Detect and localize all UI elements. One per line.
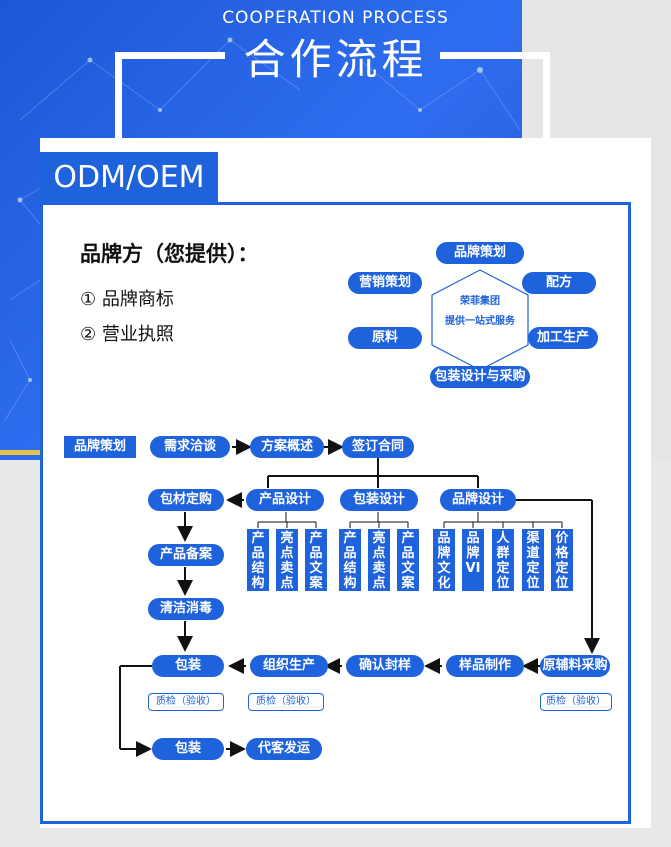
design-item: 品牌VI bbox=[462, 529, 484, 591]
flow-brand-tag: 品牌策划 bbox=[64, 436, 136, 458]
service-center: 荣菲集团 提供一站式服务 bbox=[420, 292, 540, 332]
flow-step-package-design: 包装设计 bbox=[340, 489, 418, 511]
design-item: 亮点卖点 bbox=[276, 529, 298, 591]
design-item: 品牌文化 bbox=[433, 529, 455, 591]
flow-step-sample-making: 样品制作 bbox=[446, 655, 524, 677]
flow-step-negotiation: 需求洽谈 bbox=[150, 436, 230, 458]
flow-step-brand-design: 品牌设计 bbox=[440, 489, 516, 511]
provider-item-license: ② 营业执照 bbox=[80, 324, 174, 345]
title-bracket-left bbox=[115, 52, 225, 59]
accent-line bbox=[0, 450, 40, 455]
design-item: 产品结构 bbox=[247, 529, 269, 591]
title-bracket-right-vertical bbox=[543, 52, 550, 140]
flow-step-packaging-order: 包材定购 bbox=[148, 489, 224, 511]
service-center-company: 荣菲集团 bbox=[460, 296, 500, 307]
flow-step-production: 组织生产 bbox=[250, 655, 328, 677]
design-item: 亮点卖点 bbox=[368, 529, 390, 591]
flow-step-sanitize: 清洁消毒 bbox=[148, 598, 224, 620]
flow-step-confirm-sample: 确认封样 bbox=[346, 655, 424, 677]
flow-step-packing: 包装 bbox=[152, 655, 224, 677]
service-node-formula: 配方 bbox=[522, 272, 596, 294]
flow-step-shipping: 代客发运 bbox=[246, 738, 322, 760]
design-item: 价格定位 bbox=[551, 529, 573, 591]
service-node-material: 原料 bbox=[348, 327, 422, 349]
title-bracket-right bbox=[440, 52, 550, 59]
design-item: 产品结构 bbox=[339, 529, 361, 591]
page-subtitle: COOPERATION PROCESS bbox=[222, 8, 449, 28]
service-node-brand: 品牌策划 bbox=[436, 242, 524, 264]
service-node-marketing: 营销策划 bbox=[348, 272, 422, 294]
page-title: 合作流程 bbox=[243, 35, 428, 84]
process-panel bbox=[40, 202, 631, 824]
flow-step-filing: 产品备案 bbox=[148, 544, 224, 566]
flow-step-product-design: 产品设计 bbox=[246, 489, 324, 511]
service-center-tagline: 提供一站式服务 bbox=[445, 316, 515, 327]
title-bracket-left-vertical bbox=[115, 52, 122, 140]
qc-label: 质检（验收） bbox=[148, 693, 224, 711]
qc-label: 质检（验收） bbox=[248, 693, 324, 711]
design-item: 产品文案 bbox=[305, 529, 327, 591]
content-card bbox=[40, 138, 651, 828]
flow-step-raw-material: 原辅料采购 bbox=[540, 655, 610, 677]
design-item: 渠道定位 bbox=[522, 529, 544, 591]
service-node-production: 加工生产 bbox=[528, 327, 598, 349]
qc-label: 质检（验收） bbox=[540, 693, 612, 711]
provider-item-trademark: ① 品牌商标 bbox=[80, 289, 174, 310]
flow-step-proposal: 方案概述 bbox=[250, 436, 324, 458]
section-tab: ODM/OEM bbox=[40, 152, 218, 204]
service-node-packaging: 包装设计与采购 bbox=[430, 366, 530, 388]
provider-title: 品牌方（您提供）： bbox=[80, 242, 259, 266]
design-item: 产品文案 bbox=[397, 529, 419, 591]
flow-step-contract: 签订合同 bbox=[342, 436, 414, 458]
design-item: 人群定位 bbox=[492, 529, 514, 591]
flow-step-final-packing: 包装 bbox=[152, 738, 224, 760]
